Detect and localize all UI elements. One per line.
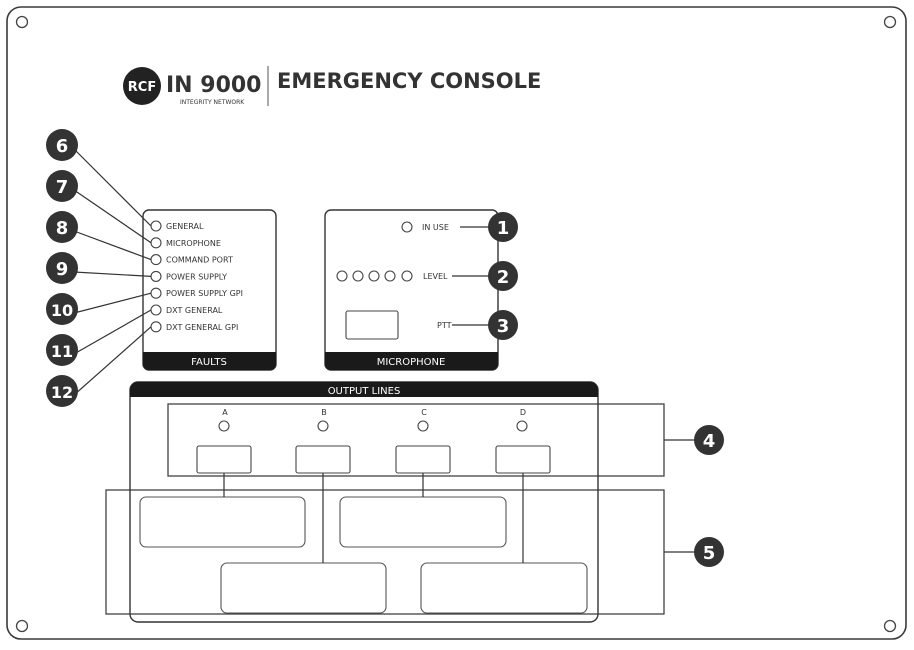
callout-3: 3 [488, 310, 518, 340]
callout-7 [46, 170, 78, 202]
fault-label-power-supply: POWER SUPPLY [166, 272, 227, 281]
callout-6 [46, 129, 78, 161]
level-led [352, 270, 364, 282]
microphone-label: MICROPHONE [377, 357, 446, 368]
channel-letter-c: C [421, 408, 427, 417]
microphone-label-bar [325, 352, 498, 370]
mounting-hole [883, 15, 897, 29]
callout-8-number: 8 [56, 218, 69, 239]
faults-label: FAULTS [191, 357, 227, 368]
channel-led-b [317, 420, 329, 432]
fault-leader-11 [73, 309, 152, 355]
channel-led-d [516, 420, 528, 432]
mounting-hole [15, 619, 29, 633]
level-led [368, 270, 380, 282]
label-slot-d [420, 562, 588, 614]
output-lines-label: OUTPUT LINES [328, 386, 401, 397]
callout-7-number: 7 [56, 177, 69, 198]
ptt-label: PTT [437, 321, 452, 330]
level-led [336, 270, 348, 282]
product-subtitle: INTEGRITY NETWORK [180, 99, 245, 106]
channel-led-a [218, 420, 230, 432]
channel-button-d[interactable] [495, 445, 551, 474]
callout-2: 2 [488, 261, 518, 291]
channel-button-a[interactable] [196, 445, 252, 474]
callout-6-number: 6 [56, 136, 69, 157]
fault-label-dxt-general-gpi: DXT GENERAL GPI [166, 323, 238, 332]
callout-10 [46, 293, 78, 325]
ptt-button[interactable] [345, 310, 399, 340]
fault-label-power-supply-gpi: POWER SUPPLY GPI [166, 289, 243, 298]
channel-letter-a: A [222, 408, 228, 417]
mounting-hole [883, 619, 897, 633]
console-title: EMERGENCY CONSOLE [277, 69, 541, 93]
mounting-hole [15, 15, 29, 29]
in-use-led [401, 221, 413, 233]
channel-letter-d: D [520, 408, 526, 417]
channel-letter-b: B [321, 408, 327, 417]
callout-8 [46, 211, 78, 243]
in-use-label: IN USE [422, 223, 449, 232]
label-slot-b [220, 562, 387, 614]
fault-leader-12 [73, 326, 152, 396]
fault-leader-10 [73, 292, 152, 314]
fault-leader-8 [73, 230, 152, 261]
callout-12 [46, 375, 78, 407]
channel-button-b[interactable] [295, 445, 351, 474]
callout-11 [46, 334, 78, 366]
brand-logo: RCF [123, 67, 161, 105]
fault-callouts: 6 7 8 9 10 11 12 [46, 129, 152, 407]
level-led [401, 270, 413, 282]
fault-label-dxt-general: DXT GENERAL [166, 306, 223, 315]
callout-10-number: 10 [51, 301, 73, 320]
label-slot-c [339, 496, 507, 548]
fault-leader-7 [73, 189, 152, 244]
faults-label-bar [143, 352, 276, 370]
channel-led-c [417, 420, 429, 432]
output-lines-label-bar [130, 382, 598, 397]
fault-label-general: GENERAL [166, 222, 204, 231]
callout-4-number: 4 [703, 431, 716, 452]
callout-11-number: 11 [51, 342, 73, 361]
callout-1: 1 [488, 212, 518, 242]
brand-logo-text: RCF [128, 80, 156, 95]
callout-5-number: 5 [703, 543, 716, 564]
level-led [384, 270, 396, 282]
microphone-panel [324, 209, 499, 371]
fault-label-command-port: COMMAND PORT [166, 256, 233, 265]
product-name: IN 9000 [166, 73, 262, 98]
callout-3-number: 3 [497, 316, 510, 337]
callout-2-number: 2 [497, 267, 510, 288]
callout-4: 4 [694, 425, 724, 455]
fault-leader-6 [73, 148, 152, 227]
fault-label-microphone: MICROPHONE [166, 239, 221, 248]
label-slot-a [139, 496, 306, 548]
callout-12-number: 12 [51, 383, 73, 402]
callout-9-number: 9 [56, 259, 69, 280]
channel-button-c[interactable] [395, 445, 451, 474]
callout-5: 5 [694, 537, 724, 567]
callout-9 [46, 252, 78, 284]
level-label: LEVEL [423, 272, 448, 281]
fault-leader-9 [73, 271, 152, 277]
callout-1-number: 1 [497, 218, 510, 239]
